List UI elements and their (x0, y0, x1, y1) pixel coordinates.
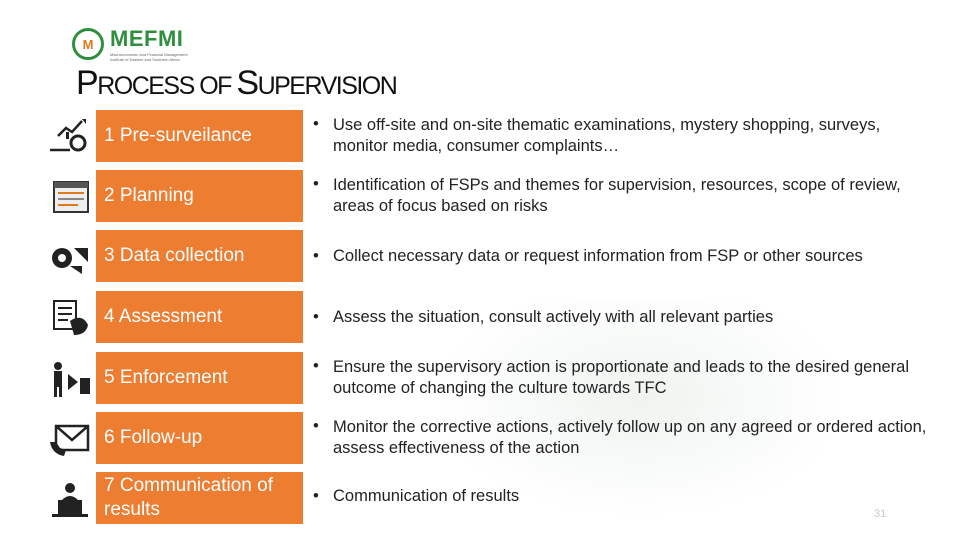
step-description-4: • Assess the situation, consult actively… (313, 291, 933, 343)
step-description-text-5: Ensure the supervisory action is proport… (333, 358, 910, 397)
step-description-text-2: Identification of FSPs and themes for su… (333, 176, 901, 215)
step-description-7: • Communication of results (313, 472, 933, 524)
bullet-2: • (313, 175, 319, 193)
step-description-text-1: Use off-site and on-site thematic examin… (333, 116, 881, 155)
title-rest-1: ROCESS OF (97, 72, 237, 100)
logo-tagline: Macroeconomic and Financial Management I… (110, 52, 188, 62)
bullet-6: • (313, 417, 319, 435)
speaker-podium-icon (52, 483, 88, 517)
step-description-3: • Collect necessary data or request info… (313, 230, 933, 282)
bullet-3: • (313, 247, 319, 265)
process-row-6: 6 Follow-up • Monitor the corrective act… (0, 412, 960, 464)
step-label-7: 7 Communication of results (96, 472, 303, 524)
magnifier-chart-icon (50, 119, 87, 152)
step-description-6: • Monitor the corrective actions, active… (313, 412, 933, 464)
step-label-2: 2 Planning (96, 170, 303, 222)
process-row-1: 1 Pre-surveilance • Use off-site and on-… (0, 110, 960, 162)
step-label-1: 1 Pre-surveilance (96, 110, 303, 162)
step-description-5: • Ensure the supervisory action is propo… (313, 352, 933, 404)
background-watermark (430, 300, 850, 520)
process-row-5: 5 Enforcement • Ensure the supervisory a… (0, 352, 960, 404)
step-label-3: 3 Data collection (96, 230, 303, 282)
page-number: 31 (874, 508, 887, 520)
process-row-7: 7 Communication of results • Communicati… (0, 472, 960, 524)
person-enforce-icon (54, 362, 90, 397)
process-row-2: 2 Planning • Identification of FSPs and … (0, 170, 960, 222)
envelope-phone-icon (50, 424, 90, 456)
calendar-plan-icon (53, 181, 89, 213)
step-description-text-6: Monitor the corrective actions, actively… (333, 418, 927, 457)
data-gear-icon (52, 248, 88, 274)
title-cap-s: S (236, 64, 259, 102)
step-description-2: • Identification of FSPs and themes for … (313, 170, 933, 222)
bullet-7: • (313, 487, 319, 505)
step-description-text-3: Collect necessary data or request inform… (333, 246, 863, 265)
step-description-text-4: Assess the situation, consult actively w… (333, 307, 774, 326)
page-title: PROCESS OF SUPERVISION (76, 64, 398, 103)
step-description-text-7: Communication of results (333, 487, 520, 505)
title-cap-p: P (76, 64, 99, 102)
process-row-3: 3 Data collection • Collect necessary da… (0, 230, 960, 282)
logo-name: MEFMI (110, 26, 184, 51)
bullet-4: • (313, 308, 319, 326)
step-label-6: 6 Follow-up (96, 412, 303, 464)
step-label-5: 5 Enforcement (96, 352, 303, 404)
process-row-4: 4 Assessment • Assess the situation, con… (0, 291, 960, 343)
bullet-1: • (313, 115, 319, 133)
step-description-1: • Use off-site and on-site thematic exam… (313, 110, 933, 162)
logo-mark: M (72, 28, 104, 60)
checklist-hand-icon (53, 300, 88, 335)
step-label-4: 4 Assessment (96, 291, 303, 343)
mefmi-logo: M MEFMI Macroeconomic and Financial Mana… (72, 26, 202, 66)
title-rest-2: UPERVISION (257, 72, 398, 100)
bullet-5: • (313, 357, 319, 375)
